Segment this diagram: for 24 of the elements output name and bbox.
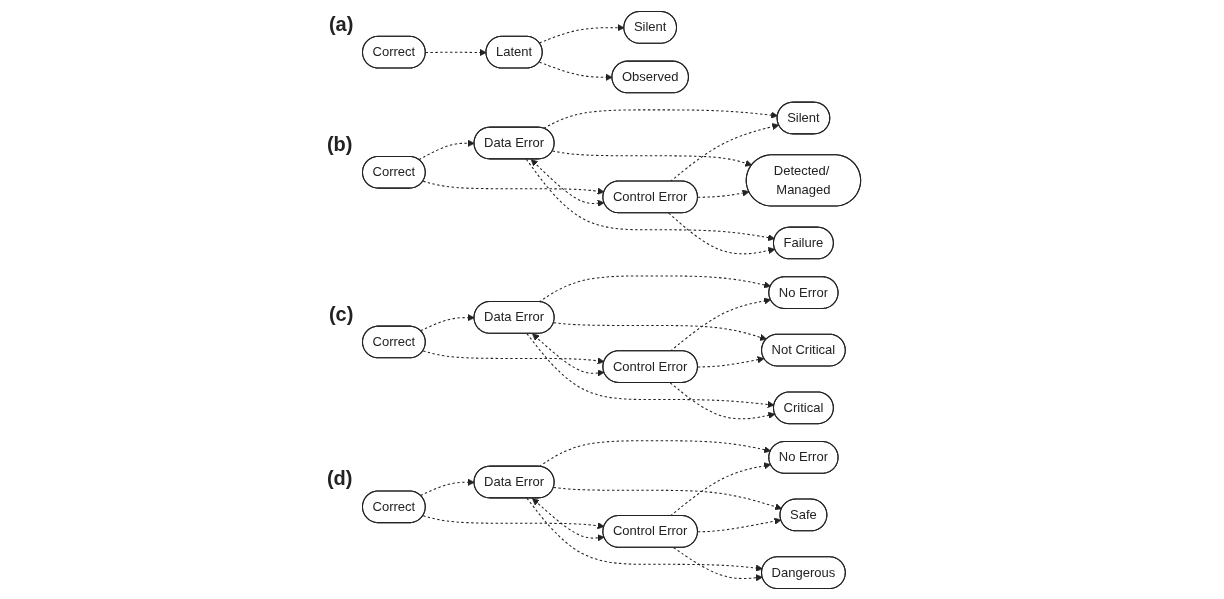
arrow xyxy=(526,332,775,408)
panel-label: (d) xyxy=(326,467,353,491)
arrow xyxy=(423,514,605,529)
flowchart-drawing: Correct Latent Silent Observed Correct Data Error Control Error Silent Detected/ Managed Failure Correct Data Error Control Error No Error Not Critical Critical Correct Data Error Control Error No Error Safe Dangerous xyxy=(356,4,868,595)
arrow xyxy=(668,212,776,254)
arrow xyxy=(670,381,776,419)
arrow xyxy=(526,158,776,241)
arrow xyxy=(539,23,625,43)
arrow xyxy=(532,497,605,541)
arrow xyxy=(673,546,764,581)
arrow xyxy=(423,349,605,364)
panel-label: (a) xyxy=(328,12,354,36)
arrow xyxy=(543,108,779,129)
panel-label: (c) xyxy=(328,302,354,326)
arrow xyxy=(531,158,605,207)
arrow xyxy=(553,321,768,341)
arrow xyxy=(552,149,753,167)
arrow xyxy=(553,486,783,510)
arrow xyxy=(697,355,765,367)
panel-label: (b) xyxy=(326,132,353,156)
arrow xyxy=(532,333,605,377)
arrow xyxy=(423,180,605,195)
arrow xyxy=(697,517,782,532)
arrow xyxy=(697,189,750,198)
